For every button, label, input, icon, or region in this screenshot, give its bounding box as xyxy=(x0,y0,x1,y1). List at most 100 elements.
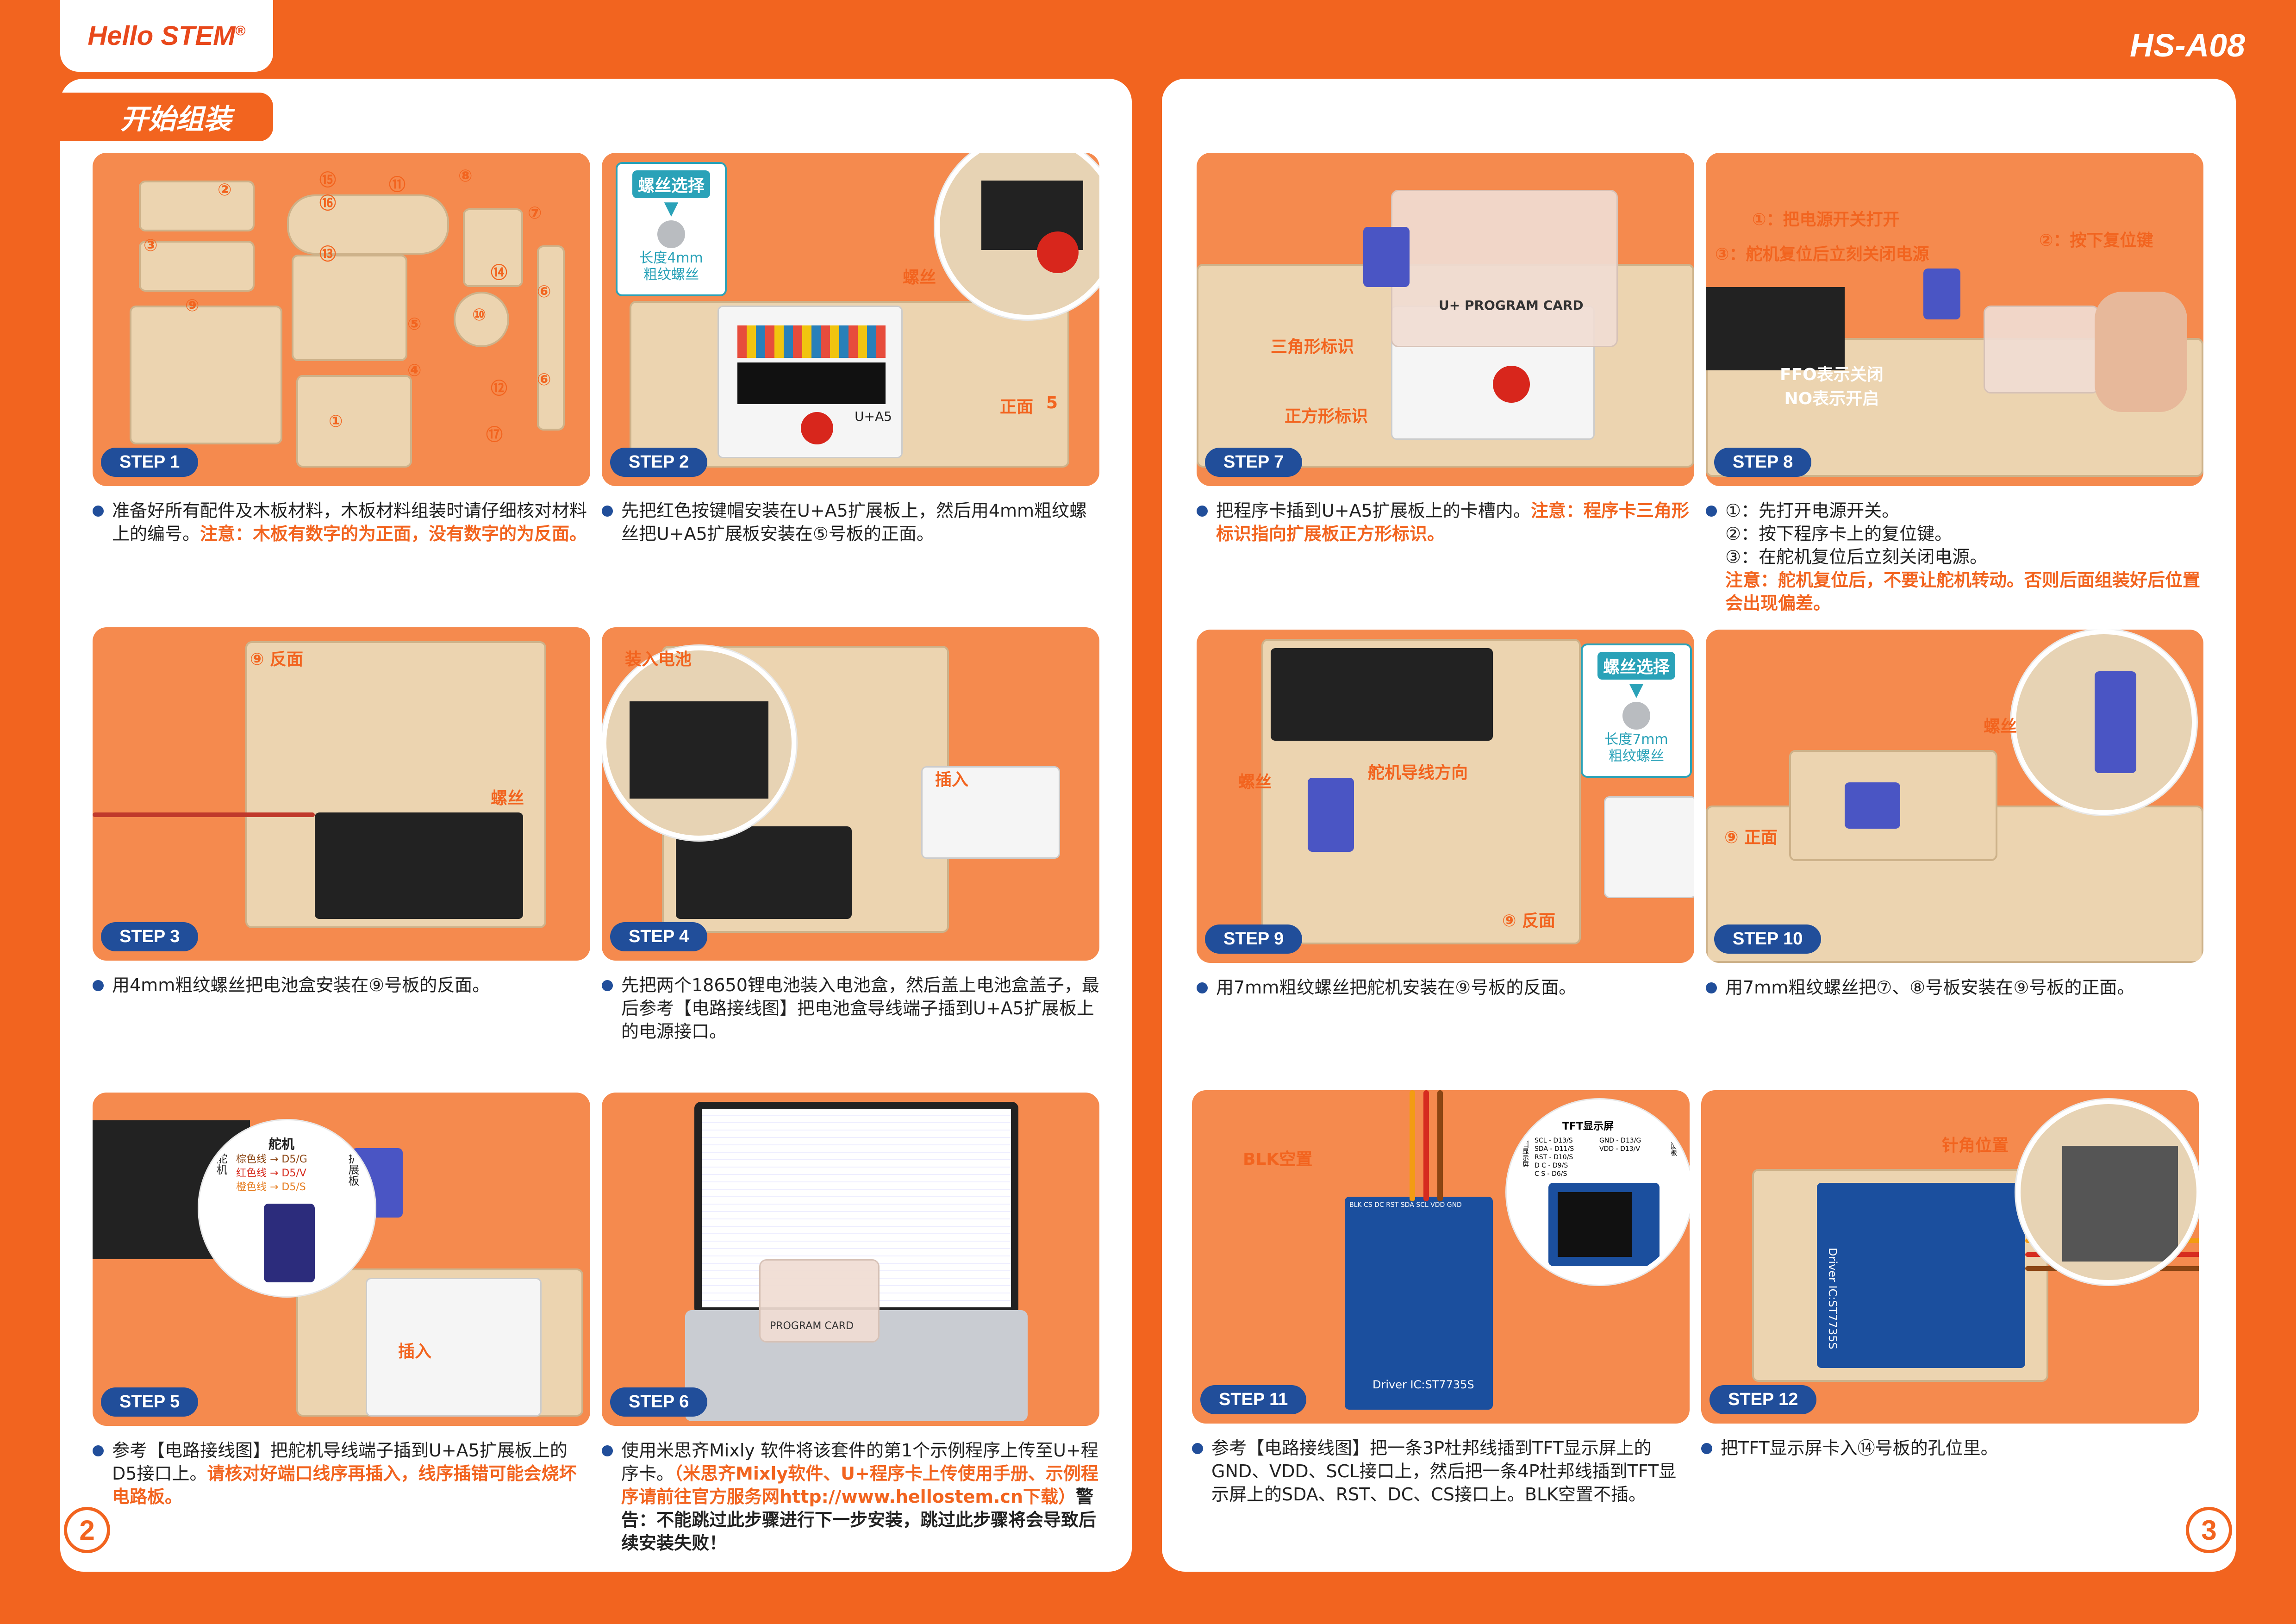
step-text: 把TFT显示屏卡入⑭号板的孔位里。 xyxy=(1721,1438,1998,1458)
step-text: 用7mm粗纹螺丝把舵机安装在⑨号板的反面。 xyxy=(1216,977,1577,998)
step-7: U+ PROGRAM CARD 三角形标识 正方形标识 STEP 7 把程序卡插… xyxy=(1197,153,1694,545)
step-badge: STEP 9 xyxy=(1205,924,1303,954)
tft-title: TFT显示屏 xyxy=(1562,1121,1614,1132)
program-card: U+ PROGRAM CARD xyxy=(1391,190,1618,347)
step-10-description: 用7mm粗纹螺丝把⑦、⑧号板安装在⑨号板的正面。 xyxy=(1706,976,2203,999)
step-12: Driver IC:ST7735S 针角位置 STEP 12 把TFT显示屏卡入… xyxy=(1701,1090,2199,1460)
wire xyxy=(93,812,315,817)
wire-map-row: 红色线 → D5/V xyxy=(236,1168,306,1179)
board-number: ⑥ xyxy=(537,370,551,389)
wood-board xyxy=(139,241,255,292)
step-badge: STEP 5 xyxy=(101,1387,199,1417)
step-line: ②：按下程序卡上的复位键。 xyxy=(1725,524,1953,544)
screw-label: 螺丝 xyxy=(491,789,524,808)
step-5-photo: 舵机 舵机 扩展板 棕色线 → D5/G 红色线 → D5/V 橙色线 → D5… xyxy=(93,1093,590,1426)
servo xyxy=(2095,671,2136,773)
screw-icon xyxy=(657,220,685,248)
zoom-circle: TFT显示屏 TFT显示屏 扩展板 SCL - D13/S SDA - D11/… xyxy=(1507,1099,1690,1285)
step-badge: STEP 8 xyxy=(1714,448,1812,477)
board-number: ⑫ xyxy=(491,379,508,398)
pin-header xyxy=(737,325,886,358)
step-4: 装入电池 插入 STEP 4 先把两个18650锂电池装入电池盒，然后盖上电池盒… xyxy=(602,627,1099,1043)
wire-mapping: 棕色线 → D5/G 红色线 → D5/V 橙色线 → D5/S xyxy=(236,1153,307,1194)
step-8-description: ①：先打开电源开关。 ②：按下程序卡上的复位键。 ③：在舵机复位后立刻关闭电源。… xyxy=(1706,499,2203,615)
wood-board xyxy=(463,208,523,287)
hand xyxy=(2095,292,2187,412)
board-number: ③ xyxy=(144,236,158,255)
board-number: ⑬ xyxy=(319,245,337,264)
step-9-description: 用7mm粗纹螺丝把舵机安装在⑨号板的反面。 xyxy=(1197,976,1694,999)
step-text: 参考【电路接线图】把舵机导线端子插到U+A5扩展板上的D5接口上。 xyxy=(112,1440,568,1484)
battery-box xyxy=(315,812,523,919)
servo xyxy=(264,1204,315,1282)
step-5-description: 参考【电路接线图】把舵机导线端子插到U+A5扩展板上的D5接口上。请核对好端口线… xyxy=(93,1439,590,1508)
arrow-down-icon: ▼ xyxy=(1629,679,1644,700)
board-number: ⑦ xyxy=(528,204,542,223)
board-number: ⑮ xyxy=(319,171,337,190)
step-2: U+A5 螺丝选择 ▼ 长度4mm 粗纹螺丝 螺丝 正面 5 STEP 2 先把… xyxy=(602,153,1099,545)
pin-map-right: GND - D13/G VDD - D13/V xyxy=(1599,1137,1641,1153)
red-button-cap xyxy=(1493,366,1530,403)
step-9-photo: 螺丝选择 ▼ 长度7mm 粗纹螺丝 螺丝 舵机导线方向 ⑨ 反面 STEP 9 xyxy=(1197,630,1694,963)
back-label: ⑨ 反面 xyxy=(1502,912,1556,931)
battery-box xyxy=(630,701,768,799)
pcb-label: U+A5 xyxy=(855,409,892,424)
step-3-photo: ⑨ 反面 螺丝 STEP 3 xyxy=(93,627,590,961)
servo xyxy=(1308,778,1354,852)
step-text: 用7mm粗纹螺丝把⑦、⑧号板安装在⑨号板的正面。 xyxy=(1725,977,2135,998)
board-number: ⑯ xyxy=(319,194,337,213)
step-warning: 注意：舵机复位后，不要让舵机转动。否则后面组装好后位置会出现偏差。 xyxy=(1725,570,2201,613)
front-label: 正面 xyxy=(1000,398,1034,417)
arrow-down-icon: ▼ xyxy=(664,198,679,219)
screw-label: 螺丝 xyxy=(1238,773,1272,792)
tft-screen xyxy=(1558,1192,1632,1257)
brand-mark: ® xyxy=(235,23,246,39)
board-number: ⑭ xyxy=(491,263,508,282)
step-1-description: 准备好所有配件及木板材料，木板材料组装时请仔细核对材料上的编号。注意：木板有数字… xyxy=(93,499,590,545)
step-10: 螺丝 ⑨ 正面 STEP 10 用7mm粗纹螺丝把⑦、⑧号板安装在⑨号板的正面。 xyxy=(1706,630,2203,999)
step-badge: STEP 4 xyxy=(610,922,708,951)
side-label: 扩展板 xyxy=(1670,1137,1677,1156)
card-label: U+ PROGRAM CARD xyxy=(1439,298,1584,313)
pin-map-row: GND - D13/G xyxy=(1599,1137,1641,1144)
tft-screen xyxy=(2062,1146,2178,1262)
step-badge: STEP 7 xyxy=(1205,448,1303,477)
screw-selection-box: 螺丝选择 ▼ 长度4mm 粗纹螺丝 xyxy=(616,162,727,296)
screw-icon xyxy=(1622,702,1650,730)
red-button-cap xyxy=(1037,231,1079,273)
screw-box-title: 螺丝选择 xyxy=(1597,652,1675,680)
step-text: 把程序卡插到U+A5扩展板上的卡槽内。 xyxy=(1216,500,1531,521)
expansion-board xyxy=(1604,796,1694,898)
bullet-icon xyxy=(602,980,613,991)
screw-spec: 长度7mm 粗纹螺丝 xyxy=(1604,731,1668,764)
step-text: 用4mm粗纹螺丝把电池盒安装在⑨号板的反面。 xyxy=(112,975,490,995)
step-text: 使用米思齐Mixly 软件将该套件的第1个示例程序上传至U+程序卡。 xyxy=(621,1440,1098,1484)
bullet-icon xyxy=(1706,982,1717,993)
step-8: ①：把电源开关打开 ②：按下复位键 ③：舵机复位后立刻关闭电源 FFO表示关闭 … xyxy=(1706,153,2203,615)
page-number: 3 xyxy=(2186,1507,2232,1553)
pin-map-row: RST - D10/S xyxy=(1535,1154,1573,1161)
pin-row-label: BLK CS DC RST SDA SCL VDD GND xyxy=(1349,1201,1462,1209)
wood-board xyxy=(296,375,412,468)
board-number: ④ xyxy=(407,361,422,380)
board-number: ⑥ xyxy=(537,282,551,301)
step-7-photo: U+ PROGRAM CARD 三角形标识 正方形标识 STEP 7 xyxy=(1197,153,1694,486)
step-text: 参考【电路接线图】把一条3P杜邦线插到TFT显示屏上的GND、VDD、SCL接口… xyxy=(1211,1438,1677,1505)
step-3-description: 用4mm粗纹螺丝把电池盒安装在⑨号板的反面。 xyxy=(93,974,590,997)
step-7-description: 把程序卡插到U+A5扩展板上的卡槽内。注意：程序卡三角形标识指向扩展板正方形标识… xyxy=(1197,499,1694,545)
screw-label: 螺丝 xyxy=(903,268,936,287)
screw-box-title: 螺丝选择 xyxy=(632,170,710,198)
section-tab: 开始组装 xyxy=(60,93,273,141)
model-number: HS-A08 xyxy=(2130,27,2245,63)
wire xyxy=(1437,1090,1443,1201)
step-8-photo: ①：把电源开关打开 ②：按下复位键 ③：舵机复位后立刻关闭电源 FFO表示关闭 … xyxy=(1706,153,2203,486)
board-number: ⑪ xyxy=(389,175,406,194)
bullet-icon xyxy=(93,506,104,517)
step-9: 螺丝选择 ▼ 长度7mm 粗纹螺丝 螺丝 舵机导线方向 ⑨ 反面 STEP 9 … xyxy=(1197,630,1694,999)
step-warning: 注意：木板有数字的为正面，没有数字的为反面。 xyxy=(200,524,587,544)
bullet-icon xyxy=(1197,506,1208,517)
step-4-photo: 装入电池 插入 STEP 4 xyxy=(602,627,1099,961)
brand-name: Hello STEM xyxy=(87,21,236,51)
bullet-icon xyxy=(602,506,613,517)
bullet-icon xyxy=(1701,1443,1712,1454)
